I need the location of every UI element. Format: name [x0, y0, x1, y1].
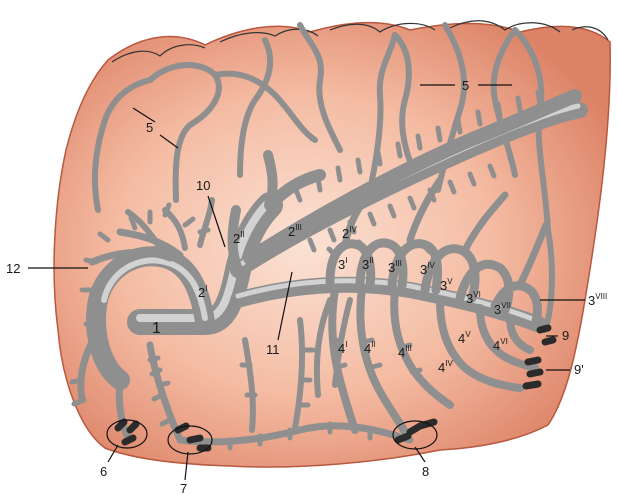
label-6: 6 — [100, 464, 107, 479]
label-5-left: 5 — [146, 120, 153, 135]
label-10: 10 — [196, 178, 210, 193]
label-3-viii: 3VIII — [588, 292, 607, 308]
tissue-block — [54, 23, 610, 467]
label-7: 7 — [180, 481, 187, 495]
label-9: 9 — [562, 328, 569, 343]
label-12: 12 — [6, 261, 20, 276]
label-5-right: 5 — [462, 78, 469, 93]
label-1: 1 — [152, 320, 161, 337]
label-11: 11 — [266, 342, 280, 357]
label-9-prime: 9' — [574, 362, 584, 377]
label-8: 8 — [422, 464, 429, 479]
